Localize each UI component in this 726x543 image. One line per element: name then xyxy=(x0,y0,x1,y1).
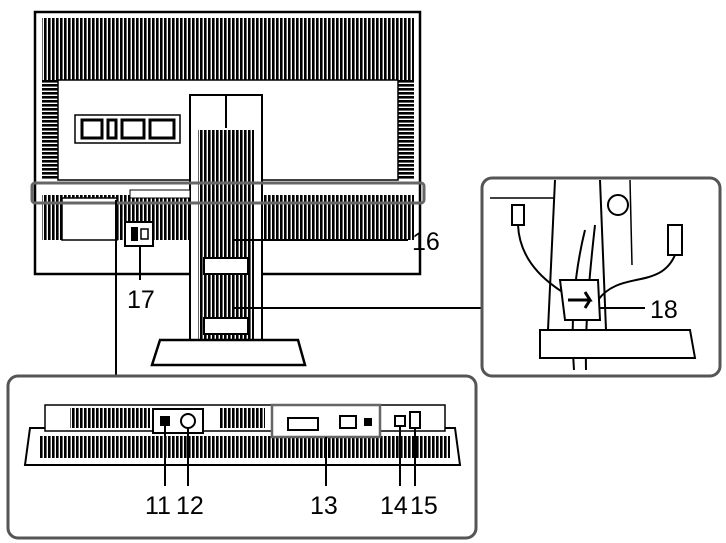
leader-lines-main xyxy=(115,200,482,375)
cable-holder-inset xyxy=(480,176,722,378)
right-side-vents xyxy=(398,80,414,180)
stand-base xyxy=(150,338,307,367)
leader-lines-detail xyxy=(164,426,416,486)
callout-16: 16 xyxy=(412,228,440,256)
top-vents xyxy=(42,18,414,80)
callout-12: 12 xyxy=(176,492,204,520)
connector-detail-inset xyxy=(6,374,478,540)
monitor-rear-view xyxy=(30,10,426,367)
callout-17: 17 xyxy=(127,286,155,314)
stand-column xyxy=(189,94,263,356)
connector-band-highlight xyxy=(30,181,426,205)
callout-13: 13 xyxy=(310,492,338,520)
eizo-logo xyxy=(74,114,181,144)
main-power-switch xyxy=(124,221,154,247)
callout-14: 14 xyxy=(380,492,408,520)
inset-frame xyxy=(480,176,722,378)
callout-11: 11 xyxy=(145,492,171,520)
callout-15: 15 xyxy=(410,492,438,520)
left-side-vents xyxy=(42,80,58,180)
callout-18: 18 xyxy=(650,296,678,324)
